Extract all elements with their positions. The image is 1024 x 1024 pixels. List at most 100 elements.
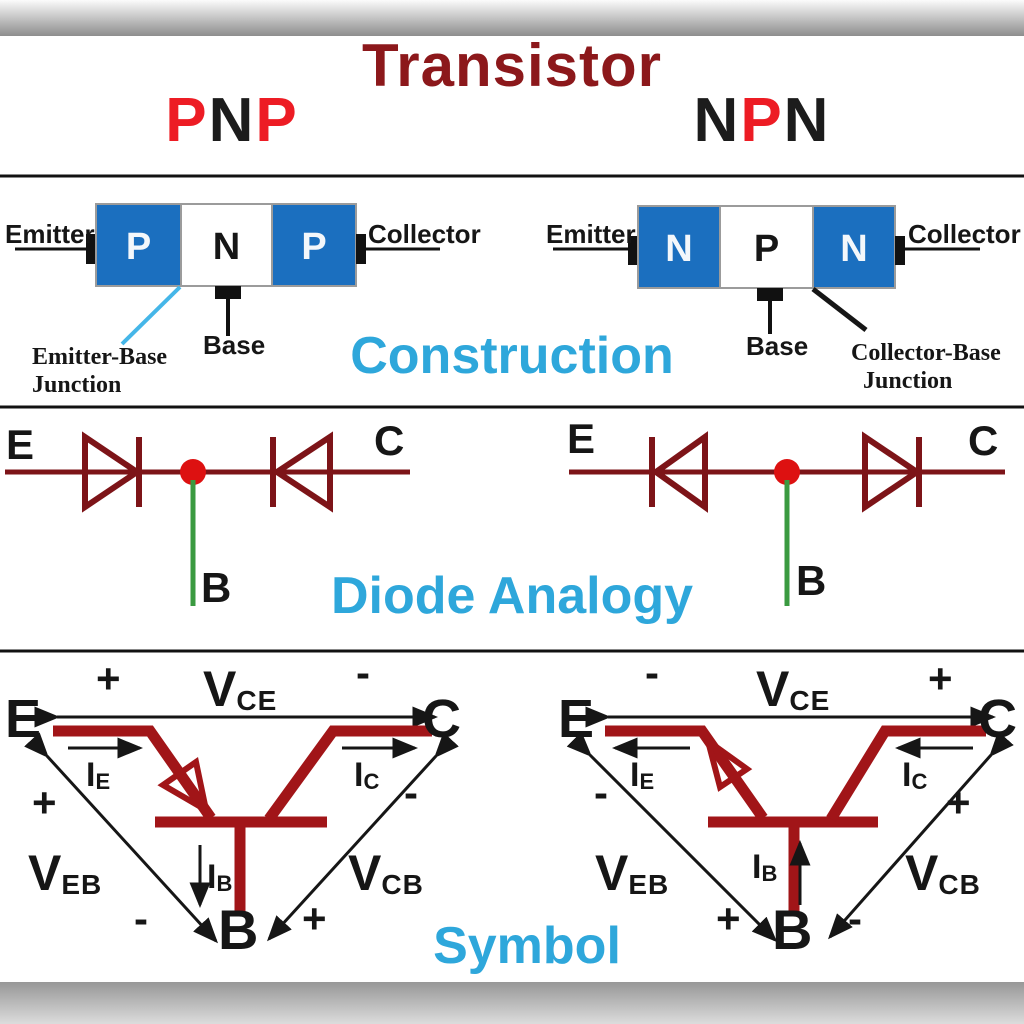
npn-junction-line1: Collector-Base <box>851 340 1001 366</box>
npn-symbol-figure <box>566 706 1014 943</box>
pnp-block-letter-n: N <box>212 226 241 268</box>
npn-symbol-e-label: E <box>558 689 595 749</box>
pnp-veb-minus-sign: - <box>134 895 148 942</box>
npn-diode-c-label: C <box>968 417 999 464</box>
npn-emitter-label: Emitter <box>546 219 636 249</box>
section-title-symbol: Symbol <box>433 917 621 975</box>
npn-block-letter-p: P <box>753 228 780 270</box>
pnp-block-p2 <box>271 203 357 287</box>
npn-collector-terminal <box>895 236 905 265</box>
npn-ib-main: I <box>752 848 762 886</box>
npn-vce-plus-sign: + <box>928 655 953 702</box>
pnp-block-letter-p1: P <box>125 226 152 268</box>
pnp-junction-line1: Emitter-Base <box>32 344 168 370</box>
npn-ie-main: I <box>630 756 640 794</box>
pnp-diode-e-label: E <box>6 421 35 468</box>
pnp-block-letter-p2: P <box>301 226 327 268</box>
npn-block-n1 <box>637 205 721 289</box>
npn-ic-label: IC <box>902 758 927 793</box>
pnp-collector-label: Collector <box>368 219 481 249</box>
npn-vcb-arrow <box>828 731 1014 940</box>
npn-ie-sub: E <box>639 769 655 794</box>
npn-vcb-main: V <box>905 845 939 901</box>
npn-block-p <box>719 205 814 289</box>
pnp-veb-main: V <box>28 845 62 901</box>
npn-veb-main: V <box>595 845 629 901</box>
pnp-construction-figure <box>15 203 440 346</box>
npn-letter-3: N <box>783 86 831 155</box>
npn-junction-label: Collector-Base Junction <box>851 339 1001 395</box>
top-edge-shadow <box>0 0 1024 36</box>
pnp-diode-c-label: C <box>374 417 405 464</box>
pnp-ib-main: I <box>207 858 217 896</box>
pnp-ie-main: I <box>86 756 96 794</box>
npn-ib-label: IB <box>752 850 777 885</box>
npn-block-letter-n1: N <box>665 228 693 270</box>
pnp-diode-b-label: B <box>201 564 232 611</box>
npn-cb-diode-triangle <box>862 431 923 513</box>
npn-ic-main: I <box>902 756 912 794</box>
pnp-vce-minus-sign: - <box>356 649 370 696</box>
pnp-ie-label: IE <box>86 758 110 793</box>
npn-base-node <box>774 459 800 485</box>
npn-construction-figure <box>553 205 980 334</box>
pnp-junction-line2: Junction <box>32 372 122 398</box>
npn-letter-1: N <box>693 86 741 155</box>
npn-vcb-plus-sign: + <box>946 779 971 826</box>
pnp-collector-terminal <box>356 234 366 264</box>
pnp-base-label: Base <box>203 330 266 360</box>
pnp-veb-label: VEB <box>28 848 102 899</box>
npn-ib-sub: B <box>761 861 778 886</box>
pnp-eb-junction-leader <box>120 285 182 346</box>
pnp-letter-1: P <box>165 86 209 155</box>
pnp-emitter-label: Emitter <box>5 219 95 249</box>
pnp-ib-label: IB <box>207 860 232 895</box>
npn-veb-minus-sign: - <box>594 769 608 816</box>
npn-base-label: Base <box>746 331 809 361</box>
pnp-letter-3: P <box>255 86 299 155</box>
pnp-eb-diode-triangle <box>82 431 143 513</box>
pnp-veb-sub: EB <box>61 869 103 900</box>
section-title-diode-analogy: Diode Analogy <box>330 567 694 625</box>
pnp-ib-sub: B <box>216 871 233 896</box>
pnp-vcb-label: VCB <box>348 848 424 899</box>
npn-junction-line2: Junction <box>863 368 953 394</box>
pnp-veb-arrow <box>24 732 219 944</box>
pnp-emitter-wire <box>53 725 216 822</box>
pnp-heading: PNP <box>122 90 342 152</box>
pnp-emitter-terminal <box>86 234 96 264</box>
npn-diode-b-label: B <box>796 557 827 604</box>
page-title: Transistor <box>361 32 663 99</box>
npn-veb-label: VEB <box>595 848 669 899</box>
npn-vce-minus-sign: - <box>645 649 659 696</box>
pnp-junction-label: Emitter-Base Junction <box>32 343 167 399</box>
pnp-ie-sub: E <box>95 769 111 794</box>
npn-vcb-sub: CB <box>938 869 981 900</box>
pnp-ic-main: I <box>354 756 364 794</box>
pnp-vce-sub: CE <box>236 685 278 716</box>
pnp-vcb-main: V <box>348 845 382 901</box>
pnp-symbol-figure <box>24 706 459 944</box>
npn-diode-e-label: E <box>567 415 596 462</box>
npn-vce-main: V <box>756 661 790 717</box>
npn-symbol-b-label: B <box>772 898 813 961</box>
pnp-ic-label: IC <box>354 758 379 793</box>
npn-eb-diode-triangle <box>650 431 708 513</box>
npn-ic-sub: C <box>911 769 928 794</box>
npn-diode-analogy-figure <box>569 431 1005 606</box>
section-title-construction: Construction <box>350 327 674 385</box>
npn-vcb-label: VCB <box>905 848 981 899</box>
npn-symbol-c-label: C <box>978 689 1017 749</box>
pnp-base-contact <box>215 286 241 299</box>
npn-block-letter-n2: N <box>840 228 868 270</box>
pnp-cb-diode-triangle <box>271 431 333 513</box>
npn-vce-sub: CE <box>789 685 831 716</box>
pnp-vcb-arrow <box>266 732 459 942</box>
npn-emitter-terminal <box>628 236 638 265</box>
npn-veb-plus-sign: + <box>716 895 741 942</box>
pnp-vcb-minus-sign: - <box>404 769 418 816</box>
pnp-symbol-c-label: C <box>422 689 461 749</box>
pnp-vcb-plus-sign: + <box>302 895 327 942</box>
